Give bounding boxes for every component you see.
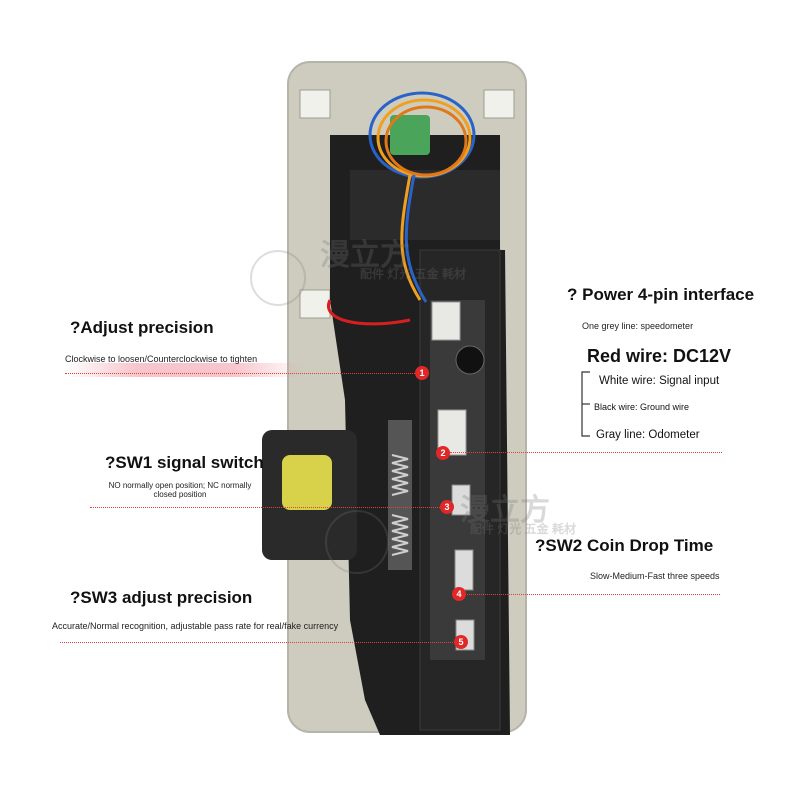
highlight-band: [65, 363, 305, 377]
marker-3: 3: [440, 500, 454, 514]
watermark-text: 漫立方: [460, 494, 550, 527]
marker-2: 2: [436, 446, 450, 460]
marker-4: 4: [452, 587, 466, 601]
question-glyph: ?: [70, 588, 81, 607]
watermark-text: 漫立方: [320, 239, 410, 272]
sw2-desc: Slow-Medium-Fast three speeds: [590, 571, 720, 581]
pin-gray: Gray line: Odometer: [596, 429, 700, 441]
question-glyph: ?: [105, 453, 116, 472]
question-glyph: ?: [567, 285, 578, 304]
sw3-title: ?SW3 adjust precision: [70, 588, 253, 607]
marker-1: 1: [415, 366, 429, 380]
pin-white: White wire: Signal input: [599, 375, 720, 387]
sw1-desc: NO normally open position; NC normally c…: [108, 481, 252, 499]
leader-line: [450, 452, 722, 453]
watermark-logo: [250, 250, 306, 306]
watermark-logo: [325, 510, 389, 574]
watermark-subtext: 配件 灯光 五金 耗材: [360, 267, 467, 281]
leader-line: [90, 507, 440, 508]
pin-bracket: [581, 371, 590, 437]
pin-black: Black wire: Ground wire: [594, 402, 690, 412]
sw3-desc: Accurate/Normal recognition, adjustable …: [52, 621, 339, 631]
red-wire-label: Red wire: DC12V: [587, 346, 732, 366]
leader-line: [60, 642, 455, 643]
marker-5: 5: [454, 635, 468, 649]
sw1-title: ?SW1 signal switch: [105, 453, 264, 472]
sw2-title: ?SW2 Coin Drop Time: [535, 536, 714, 555]
leader-line: [465, 594, 720, 595]
adjust-precision-desc: Clockwise to loosen/Counterclockwise to …: [65, 354, 258, 364]
question-glyph: ?: [70, 318, 81, 337]
watermark-subtext: 配件 灯光 五金 耗材: [470, 522, 577, 536]
adjust-precision-title: ?Adjust precision: [70, 318, 214, 337]
power-title: ? Power 4-pin interface: [567, 285, 755, 304]
question-glyph: ?: [535, 536, 546, 555]
power-desc: One grey line: speedometer: [582, 321, 694, 331]
leader-line: [65, 373, 417, 374]
